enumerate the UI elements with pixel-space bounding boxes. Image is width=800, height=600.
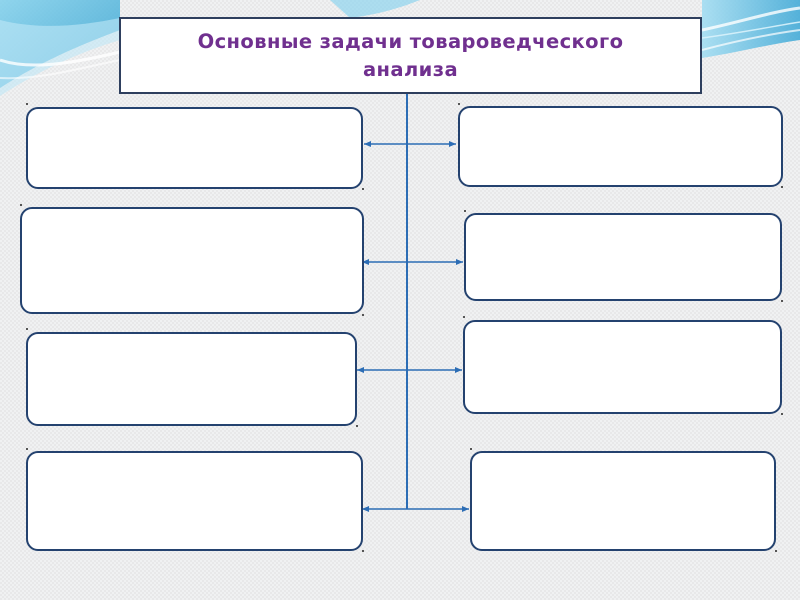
left-task-box-1 (26, 107, 363, 189)
right-task-box-1 (458, 106, 783, 187)
selection-dot (356, 425, 358, 427)
selection-dot (463, 316, 465, 318)
selection-dot (458, 103, 460, 105)
left-task-box-2 (20, 207, 364, 314)
selection-dot (781, 186, 783, 188)
selection-dot (362, 550, 364, 552)
left-task-box-3 (26, 332, 357, 426)
selection-dot (362, 314, 364, 316)
diagram-title: Основные задачи товароведческого анализа (176, 28, 646, 84)
selection-dot (26, 328, 28, 330)
selection-dot (781, 413, 783, 415)
selection-dot (775, 550, 777, 552)
selection-dot (20, 204, 22, 206)
right-task-box-3 (463, 320, 782, 414)
diagram-title-line-2: анализа (362, 57, 459, 81)
diagram-title-line-1: Основные задачи товароведческого (197, 29, 624, 53)
right-task-box-2 (464, 213, 782, 301)
left-task-box-4 (26, 451, 363, 551)
selection-dot (464, 210, 466, 212)
title-box: Основные задачи товароведческого анализа (119, 17, 702, 94)
selection-dot (362, 188, 364, 190)
selection-dot (26, 103, 28, 105)
selection-dot (470, 448, 472, 450)
right-task-box-4 (470, 451, 776, 551)
selection-dot (781, 300, 783, 302)
selection-dot (26, 448, 28, 450)
